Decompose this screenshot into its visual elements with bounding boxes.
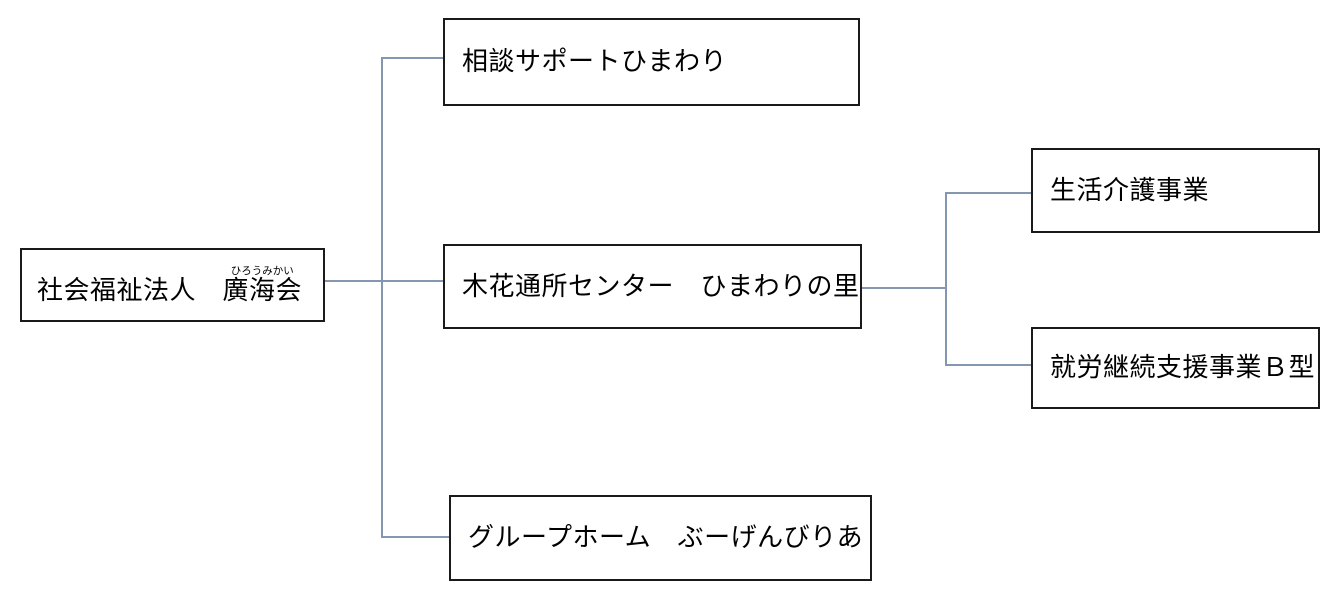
org-node-corporation-ruby-base: 廣海会 (222, 275, 303, 305)
org-node-kihana-tsusho-center[interactable]: 木花通所センター ひまわりの里 (443, 244, 862, 329)
org-node-corporation-ruby: 廣海会ひろうみかい (223, 265, 303, 306)
connector-child2-to-subtrunk (861, 287, 947, 289)
org-node-group-home-bougainvillea-label: グループホーム ぶーげんびりあ (468, 523, 864, 553)
org-node-kihana-tsusho-center-label: 木花通所センター ひまわりの里 (462, 271, 860, 301)
connector-trunk-to-child-1 (381, 57, 445, 59)
org-node-shuro-keizoku-shien-b[interactable]: 就労継続支援事業Ｂ型 (1031, 327, 1320, 409)
connector-subtrunk-vertical (945, 192, 947, 366)
connector-subtrunk-to-grandchild-2 (945, 364, 1033, 366)
org-node-soudan-support-himawari[interactable]: 相談サポートひまわり (443, 18, 860, 106)
org-node-seikatsu-kaigo-jigyo[interactable]: 生活介護事業 (1031, 148, 1320, 233)
org-node-shuro-keizoku-shien-b-label: 就労継続支援事業Ｂ型 (1050, 353, 1316, 383)
org-node-seikatsu-kaigo-jigyo-label: 生活介護事業 (1050, 175, 1210, 205)
org-node-soudan-support-himawari-label: 相談サポートひまわり (462, 47, 728, 77)
org-node-corporation-ruby-text: ひろうみかい (222, 264, 303, 277)
org-node-corporation-label: 社会福祉法人 廣海会ひろうみかい (22, 265, 310, 306)
connector-subtrunk-to-grandchild-1 (945, 192, 1033, 194)
connector-trunk-vertical (381, 57, 383, 538)
org-node-corporation-prefix: 社会福祉法人 (37, 275, 223, 305)
org-node-group-home-bougainvillea[interactable]: グループホーム ぶーげんびりあ (449, 495, 872, 581)
org-node-corporation[interactable]: 社会福祉法人 廣海会ひろうみかい (20, 248, 325, 322)
connector-trunk-to-child-3 (381, 536, 450, 538)
connector-root-to-trunk (325, 280, 445, 282)
